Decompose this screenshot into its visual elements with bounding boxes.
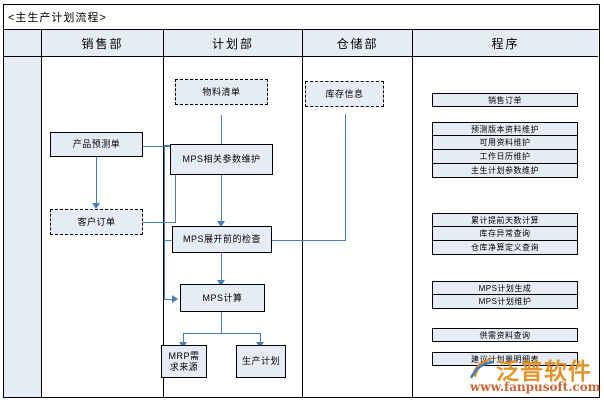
column-body-warehouse bbox=[303, 57, 413, 397]
program-button-stock-exception-query[interactable]: 库存异常查询 bbox=[432, 227, 578, 241]
program-group-1: 销售订单 bbox=[432, 93, 578, 107]
connector-spine-to-calc bbox=[164, 299, 174, 300]
node-bom[interactable]: 物料清单 bbox=[175, 79, 268, 105]
program-group-4: MPS计划生成 MPS计划维护 bbox=[432, 281, 578, 309]
arrowhead-params-to-precheck bbox=[217, 221, 225, 227]
program-group-6: 建议计划量明细表 bbox=[432, 352, 578, 366]
connector-params-to-precheck bbox=[221, 175, 222, 225]
diagram-outer-frame bbox=[3, 4, 600, 398]
node-production-plan[interactable]: 生产计划 bbox=[236, 345, 286, 378]
program-button-forecast-version-data[interactable]: 预测版本资料维护 bbox=[432, 122, 578, 136]
node-stock-info[interactable]: 库存信息 bbox=[305, 81, 384, 107]
node-mps-params[interactable]: MPS相关参数维护 bbox=[170, 144, 273, 175]
node-customer-order[interactable]: 客户订单 bbox=[50, 209, 143, 235]
gutter-body-cell bbox=[4, 57, 42, 397]
program-button-cumulative-leadtime[interactable]: 累计提前天数计算 bbox=[432, 213, 578, 227]
connector-forecast-to-order bbox=[96, 156, 97, 208]
node-mrp-source[interactable]: MRP需 求来源 bbox=[161, 345, 207, 378]
connector-order-down bbox=[175, 166, 176, 222]
connector-calc-to-mrp bbox=[183, 333, 184, 346]
connector-precheck-to-calc bbox=[221, 252, 222, 284]
column-header-planning: 计划部 bbox=[164, 30, 303, 57]
program-button-suggested-plan-detail[interactable]: 建议计划量明细表 bbox=[432, 352, 578, 366]
swimlane-grid: 销售部 计划部 仓储部 程序 bbox=[4, 29, 599, 397]
node-product-forecast[interactable]: 产品预测单 bbox=[50, 132, 143, 157]
connector-calc-down bbox=[221, 312, 222, 334]
connector-left-spine bbox=[164, 146, 165, 300]
column-header-program: 程序 bbox=[413, 30, 598, 57]
program-group-5: 供需资料查询 bbox=[432, 328, 578, 342]
column-body-planning bbox=[164, 57, 303, 397]
connector-forecast-right bbox=[143, 146, 176, 147]
connector-calc-split bbox=[183, 333, 261, 334]
column-header-warehouse: 仓储部 bbox=[303, 30, 413, 57]
gutter-header-cell bbox=[4, 30, 42, 57]
connector-spine-to-precheck bbox=[164, 240, 174, 241]
program-button-warehouse-net-def-query[interactable]: 仓库净算定义查询 bbox=[432, 241, 578, 255]
node-mps-precheck[interactable]: MPS展开前的检查 bbox=[172, 226, 272, 253]
program-button-mps-plan-maintain[interactable]: MPS计划维护 bbox=[432, 295, 578, 309]
column-header-sales: 销售部 bbox=[42, 30, 164, 57]
program-button-mps-params[interactable]: 主生计划参数维护 bbox=[432, 164, 578, 178]
node-mps-calc[interactable]: MPS计算 bbox=[180, 284, 265, 312]
connector-stock-down bbox=[345, 114, 346, 241]
diagram-title: <主生产计划流程> bbox=[8, 12, 107, 24]
connector-calc-to-plan bbox=[260, 333, 261, 346]
arrowhead-precheck-to-calc bbox=[217, 280, 225, 286]
column-body-sales bbox=[42, 57, 164, 397]
arrowhead-forecast-to-order bbox=[92, 203, 100, 209]
connector-bom-down bbox=[221, 115, 222, 145]
program-button-sales-order[interactable]: 销售订单 bbox=[432, 93, 578, 107]
arrowhead-spine-to-calc bbox=[172, 295, 178, 303]
program-button-work-calendar[interactable]: 工作日历维护 bbox=[432, 150, 578, 164]
program-button-available-data[interactable]: 可用资料维护 bbox=[432, 136, 578, 150]
program-button-mps-plan-generate[interactable]: MPS计划生成 bbox=[432, 281, 578, 295]
program-group-2: 预测版本资料维护 可用资料维护 工作日历维护 主生计划参数维护 bbox=[432, 122, 578, 178]
connector-stock-left bbox=[272, 240, 346, 241]
connector-order-right bbox=[143, 222, 176, 223]
program-button-supply-demand-query[interactable]: 供需资料查询 bbox=[432, 328, 578, 342]
program-group-3: 累计提前天数计算 库存异常查询 仓库净算定义查询 bbox=[432, 213, 578, 255]
